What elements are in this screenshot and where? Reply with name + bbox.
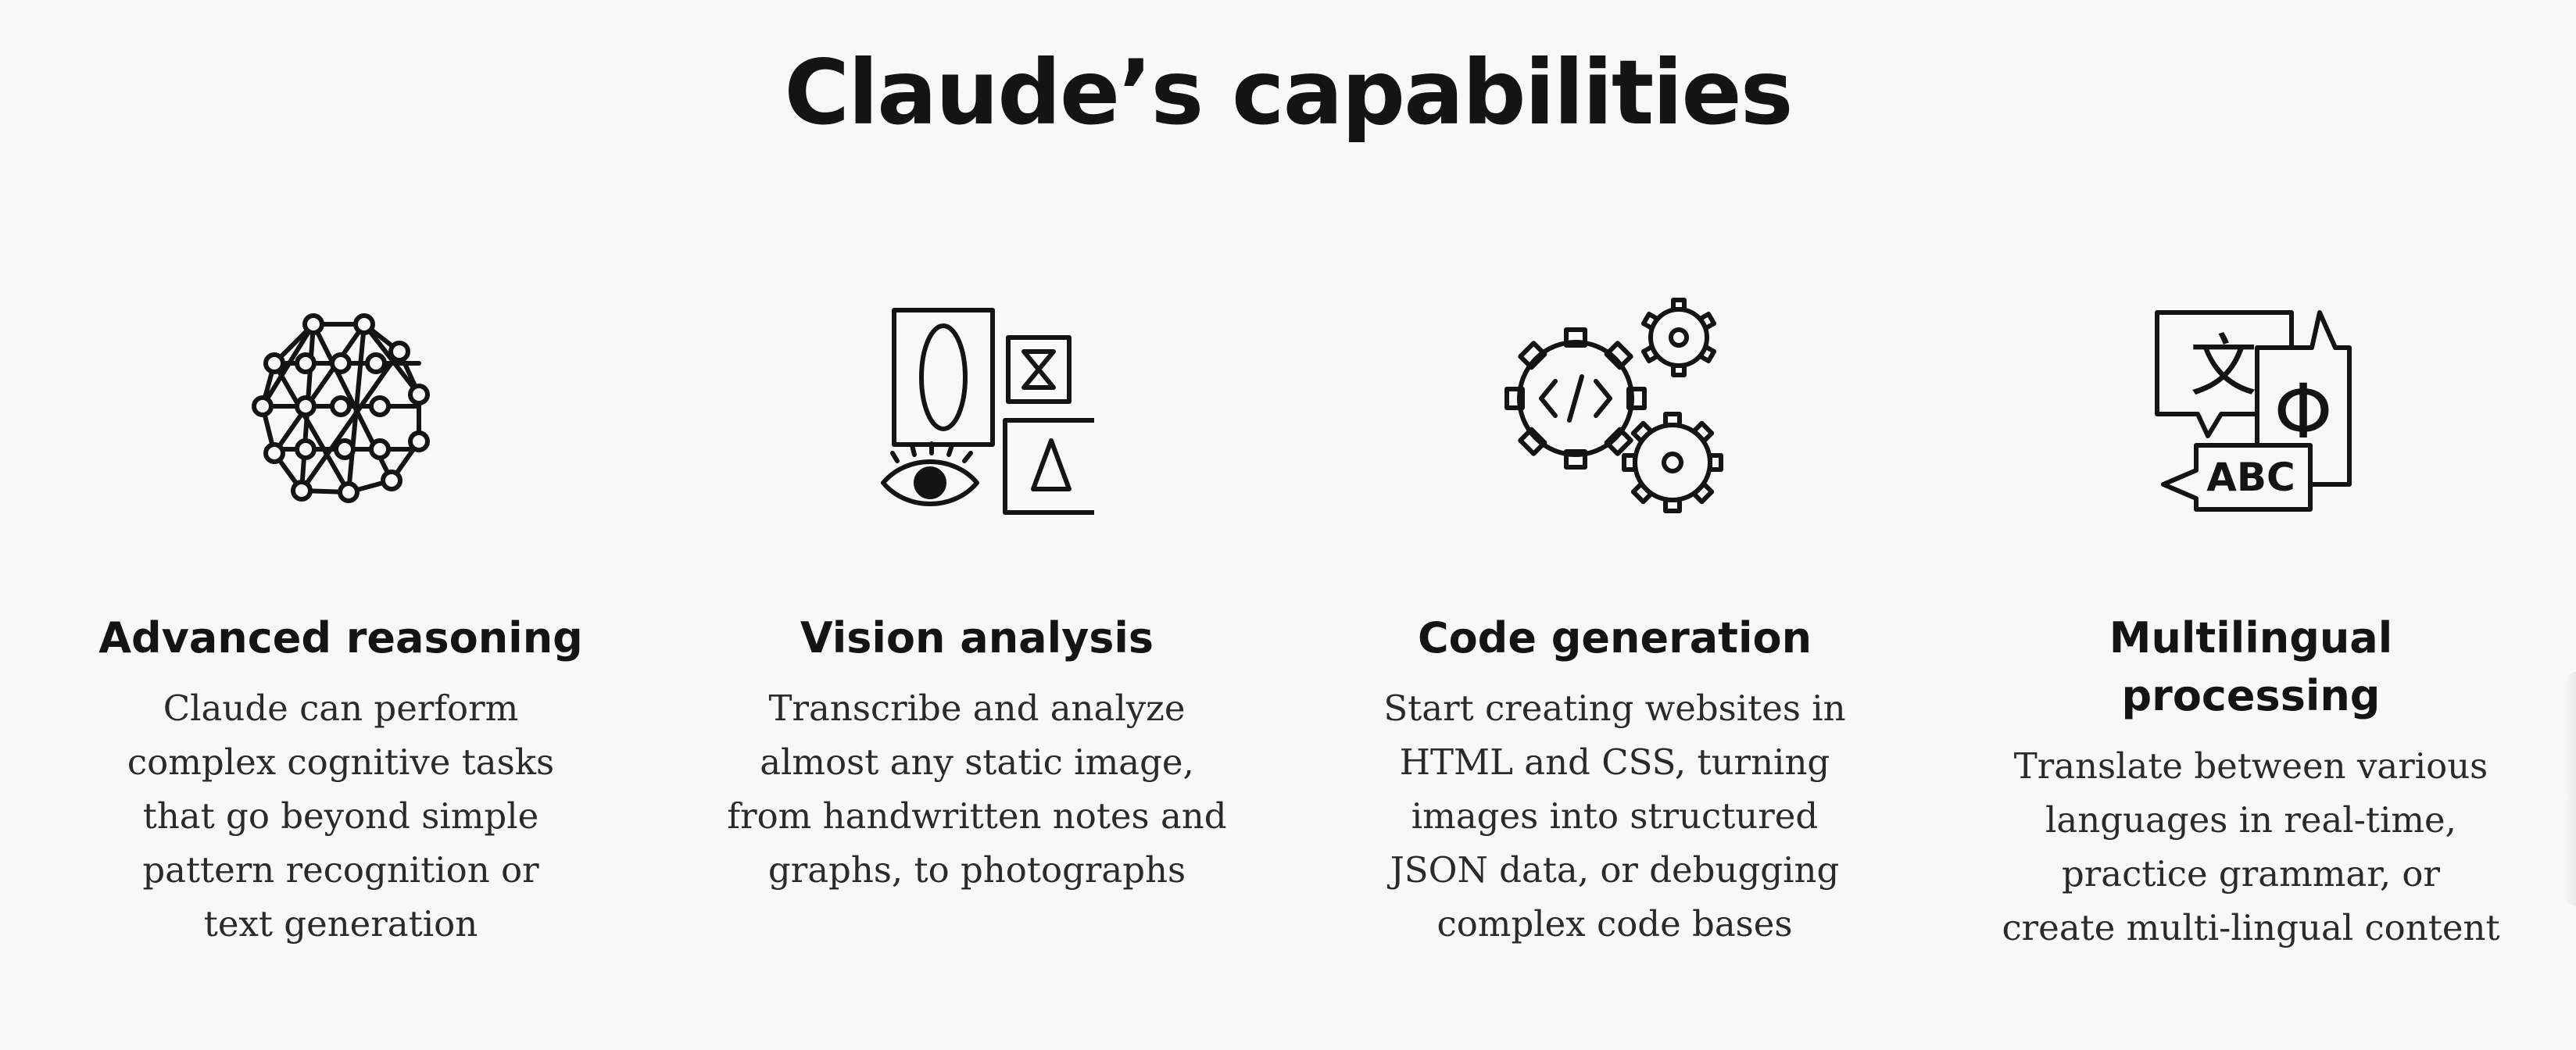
- card-title: Code generation: [1417, 613, 1812, 662]
- card-title: Vision analysis: [800, 613, 1154, 662]
- page-title: Claude’s capabilities: [784, 41, 1793, 145]
- capability-card-code-generation: Code generation Start creating websites …: [1357, 289, 1873, 951]
- abc-glyph: ABC: [2206, 455, 2295, 500]
- phi-glyph: Φ: [2274, 368, 2333, 455]
- capabilities-grid: Advanced reasoning Claude can perform co…: [0, 289, 2576, 1039]
- code-gears-icon: [1497, 289, 1732, 523]
- card-description: Translate between various languages in r…: [2002, 745, 2500, 948]
- card-title: Advanced reasoning: [98, 613, 583, 662]
- card-title: Multilingual processing: [2109, 613, 2393, 720]
- vision-frames-eye-icon: [860, 289, 1094, 523]
- translation-bubbles-icon: 文 Φ ABC: [2134, 289, 2368, 523]
- capability-card-advanced-reasoning: Advanced reasoning Claude can perform co…: [83, 289, 599, 951]
- scroll-edge-shadow: [2565, 672, 2576, 906]
- capability-card-multilingual-processing: 文 Φ ABC Multilingual processing Translat…: [1993, 289, 2509, 955]
- capability-card-vision-analysis: Vision analysis Transcribe and analyze a…: [719, 289, 1235, 897]
- neural-network-icon: [224, 289, 458, 523]
- card-description: Claude can perform complex cognitive tas…: [127, 688, 555, 945]
- card-description: Start creating websites in HTML and CSS,…: [1383, 688, 1846, 945]
- card-description: Transcribe and analyze almost any static…: [727, 688, 1227, 891]
- chinese-glyph: 文: [2190, 327, 2257, 405]
